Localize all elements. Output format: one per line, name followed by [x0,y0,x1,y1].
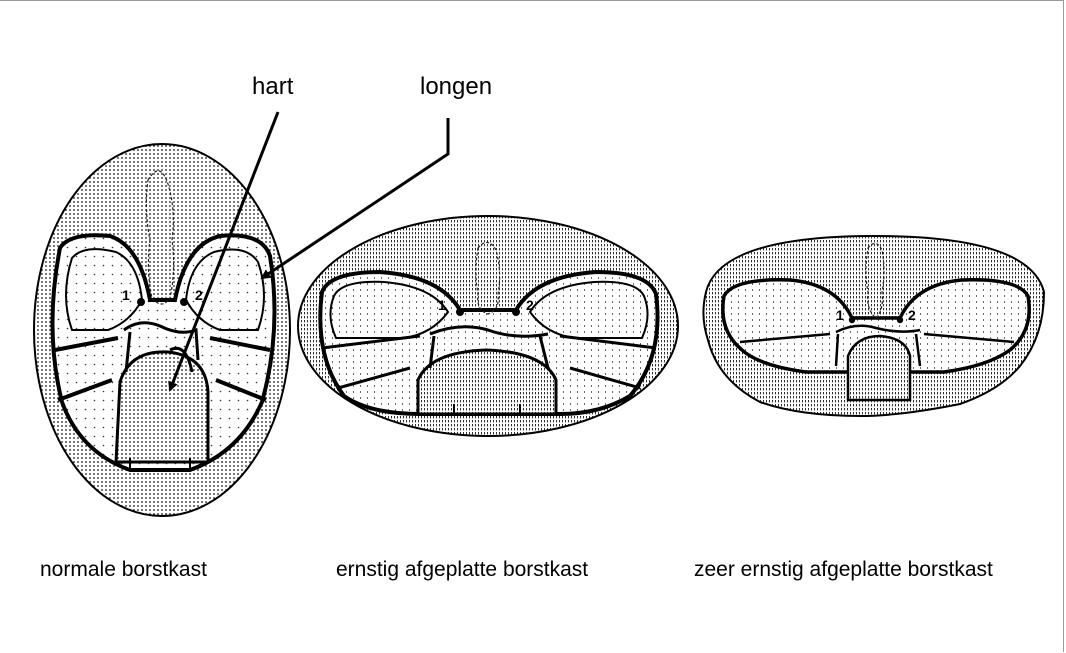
flattened-marker-left: 1 [438,297,446,313]
normal-chest-caption: normale borstkast [40,558,207,581]
very-flattened-thoracic-cavity [721,278,1031,374]
flattened-heart [416,348,558,416]
very-flattened-marker-right: 2 [908,307,916,323]
very-flattened-marker-left: 1 [836,307,844,323]
flattened-chest-figure: 1 2 [297,215,679,437]
lungs-callout-arrow [260,118,450,280]
normal-marker-left: 1 [122,287,130,303]
flattened-chest-caption: ernstig afgeplatte borstkast [336,558,589,581]
very-flattened-chest-figure: 1 2 [702,234,1046,418]
flattened-right-lung [528,280,649,339]
normal-chest-figure: 1 2 [33,143,291,517]
normal-heart [114,350,210,464]
very-flattened-spine [865,242,885,319]
flattened-marker-right: 2 [526,297,534,313]
normal-spine [145,170,175,305]
heart-label: hart [252,73,294,100]
flattened-spine [475,241,501,315]
very-flattened-heart [846,334,912,402]
flattened-left-lung [329,280,450,339]
lungs-label: longen [420,73,493,100]
normal-marker-right: 2 [195,287,203,303]
heart-callout-arrow [168,111,280,392]
flattened-thoracic-cavity [318,269,660,416]
very-flattened-chest-caption: zeer ernstig afgeplatte borstkast [694,558,993,581]
